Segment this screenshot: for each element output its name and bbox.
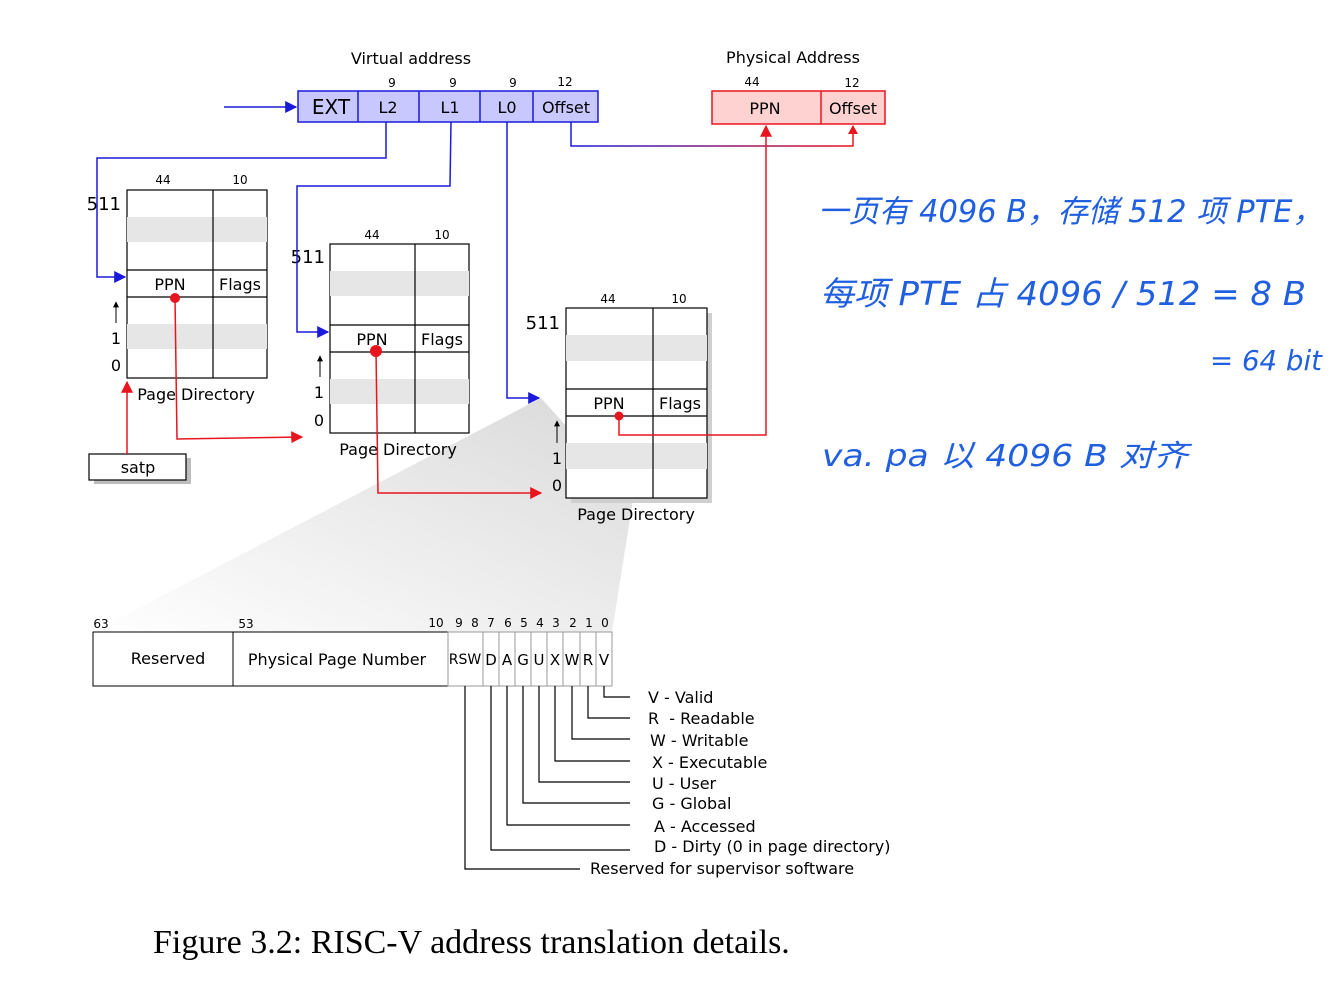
pa-bits-ppn: 44 xyxy=(744,75,759,89)
svg-text:PPN: PPN xyxy=(593,394,624,413)
svg-text:63: 63 xyxy=(93,617,108,631)
pte-flag-v: V xyxy=(599,651,610,669)
pa-title: Physical Address xyxy=(726,48,860,67)
note-line-3: = 64 bit xyxy=(1210,344,1323,377)
legend-accessed: A - Accessed xyxy=(654,817,756,836)
legend-readable: R - Readable xyxy=(648,709,755,728)
svg-text:511: 511 xyxy=(291,247,325,268)
svg-text:PPN: PPN xyxy=(154,275,185,294)
pte-flag-d: D xyxy=(485,651,497,669)
svg-text:1: 1 xyxy=(111,329,121,348)
page-directory-2: 44 10 PPN Flags 511 1 0 Page Directory xyxy=(291,228,470,459)
pte-bit-numbers: 63 53 10 9 8 7 6 5 4 3 2 1 0 xyxy=(93,616,608,631)
pte-flag-w: W xyxy=(565,651,580,669)
svg-text:PPN: PPN xyxy=(356,330,387,349)
svg-text:44: 44 xyxy=(364,228,379,242)
svg-text:5: 5 xyxy=(520,616,528,630)
svg-text:0: 0 xyxy=(314,411,324,430)
pte-format: 63 53 10 9 8 7 6 5 4 3 2 1 0 Reserved Ph… xyxy=(92,616,890,878)
va-field-offset: Offset xyxy=(542,98,590,117)
index-arrows xyxy=(96,121,541,404)
pte-flag-x: X xyxy=(550,651,560,669)
svg-text:44: 44 xyxy=(155,173,170,187)
svg-text:53: 53 xyxy=(238,617,253,631)
pa-bits-offset: 12 xyxy=(844,76,859,90)
svg-text:Page Directory: Page Directory xyxy=(577,505,695,524)
svg-text:511: 511 xyxy=(87,194,121,215)
svg-text:6: 6 xyxy=(504,616,512,630)
pte-ppn: Physical Page Number xyxy=(248,650,427,669)
legend-writable: W - Writable xyxy=(650,731,748,750)
pte-flag-u: U xyxy=(534,651,545,669)
svg-text:10: 10 xyxy=(232,173,247,187)
figure-caption: Figure 3.2: RISC-V address translation d… xyxy=(153,924,790,961)
note-line-1: 一页有 4096 B，存储 512 项 PTE， xyxy=(818,194,1323,230)
legend-rsw: Reserved for supervisor software xyxy=(590,859,854,878)
pa-field-ppn: PPN xyxy=(749,99,780,118)
svg-text:2: 2 xyxy=(569,616,577,630)
pte-flag-r: R xyxy=(583,651,593,669)
note-line-4: va. pa 以 4096 B 对齐 xyxy=(822,439,1193,474)
ppn-pointer-arrows xyxy=(121,124,772,499)
svg-text:1: 1 xyxy=(585,616,593,630)
legend-executable: X - Executable xyxy=(652,753,767,772)
svg-text:Flags: Flags xyxy=(219,275,261,294)
va-bits-l0: 9 xyxy=(509,76,517,90)
svg-text:Page Directory: Page Directory xyxy=(339,440,457,459)
pte-reserved: Reserved xyxy=(131,649,205,668)
svg-text:3: 3 xyxy=(552,616,560,630)
va-field-ext: EXT xyxy=(312,95,351,119)
virtual-address: Virtual address 9 9 9 12 EXT L2 L1 L0 Of… xyxy=(297,49,599,123)
legend-global: G - Global xyxy=(652,794,731,813)
pa-field-offset: Offset xyxy=(829,99,877,118)
offset-arrow xyxy=(570,122,854,147)
zoom-wedge xyxy=(93,398,633,632)
pte-flag-a: A xyxy=(502,651,513,669)
legend-user: U - User xyxy=(652,774,717,793)
handwritten-notes: 一页有 4096 B，存储 512 项 PTE， 每项 PTE 占 4096 /… xyxy=(818,194,1323,474)
physical-address: Physical Address 44 12 PPN Offset xyxy=(711,48,886,125)
svg-text:511: 511 xyxy=(526,313,560,334)
legend-valid: V - Valid xyxy=(648,688,713,707)
svg-text:44: 44 xyxy=(600,292,615,306)
pte-flag-g: G xyxy=(517,651,529,669)
svg-text:1: 1 xyxy=(314,383,324,402)
legend-dirty: D - Dirty (0 in page directory) xyxy=(654,837,890,856)
va-box xyxy=(297,90,599,123)
va-bits-l1: 9 xyxy=(449,76,457,90)
svg-text:10: 10 xyxy=(671,292,686,306)
satp-register: satp xyxy=(88,453,191,484)
pte-flag-rsw: RSW xyxy=(449,652,482,668)
svg-text:1: 1 xyxy=(552,449,562,468)
svg-text:0: 0 xyxy=(111,356,121,375)
svg-text:8: 8 xyxy=(471,616,479,630)
svg-text:10: 10 xyxy=(428,616,443,630)
va-field-l2: L2 xyxy=(378,98,397,117)
pa-box xyxy=(711,90,886,125)
page-directory-1: 44 10 PPN Flags 511 1 0 Page Directory xyxy=(87,173,268,404)
svg-text:0: 0 xyxy=(601,616,609,630)
va-bits-l2: 9 xyxy=(388,76,396,90)
svg-text:Flags: Flags xyxy=(421,330,463,349)
svg-text:Flags: Flags xyxy=(659,394,701,413)
svg-text:4: 4 xyxy=(536,616,544,630)
page-directory-3: 44 10 PPN Flags 511 1 0 Page Directory xyxy=(526,292,712,524)
svg-text:7: 7 xyxy=(487,616,495,630)
svg-text:Page Directory: Page Directory xyxy=(137,385,255,404)
note-line-2: 每项 PTE 占 4096 / 512 = 8 B xyxy=(820,274,1306,313)
svg-text:0: 0 xyxy=(552,476,562,495)
va-title: Virtual address xyxy=(351,49,471,68)
va-field-l0: L0 xyxy=(497,98,516,117)
va-field-l1: L1 xyxy=(440,98,459,117)
svg-text:9: 9 xyxy=(455,616,463,630)
satp-label: satp xyxy=(121,458,156,477)
svg-text:10: 10 xyxy=(434,228,449,242)
va-bits-offset: 12 xyxy=(557,75,572,89)
